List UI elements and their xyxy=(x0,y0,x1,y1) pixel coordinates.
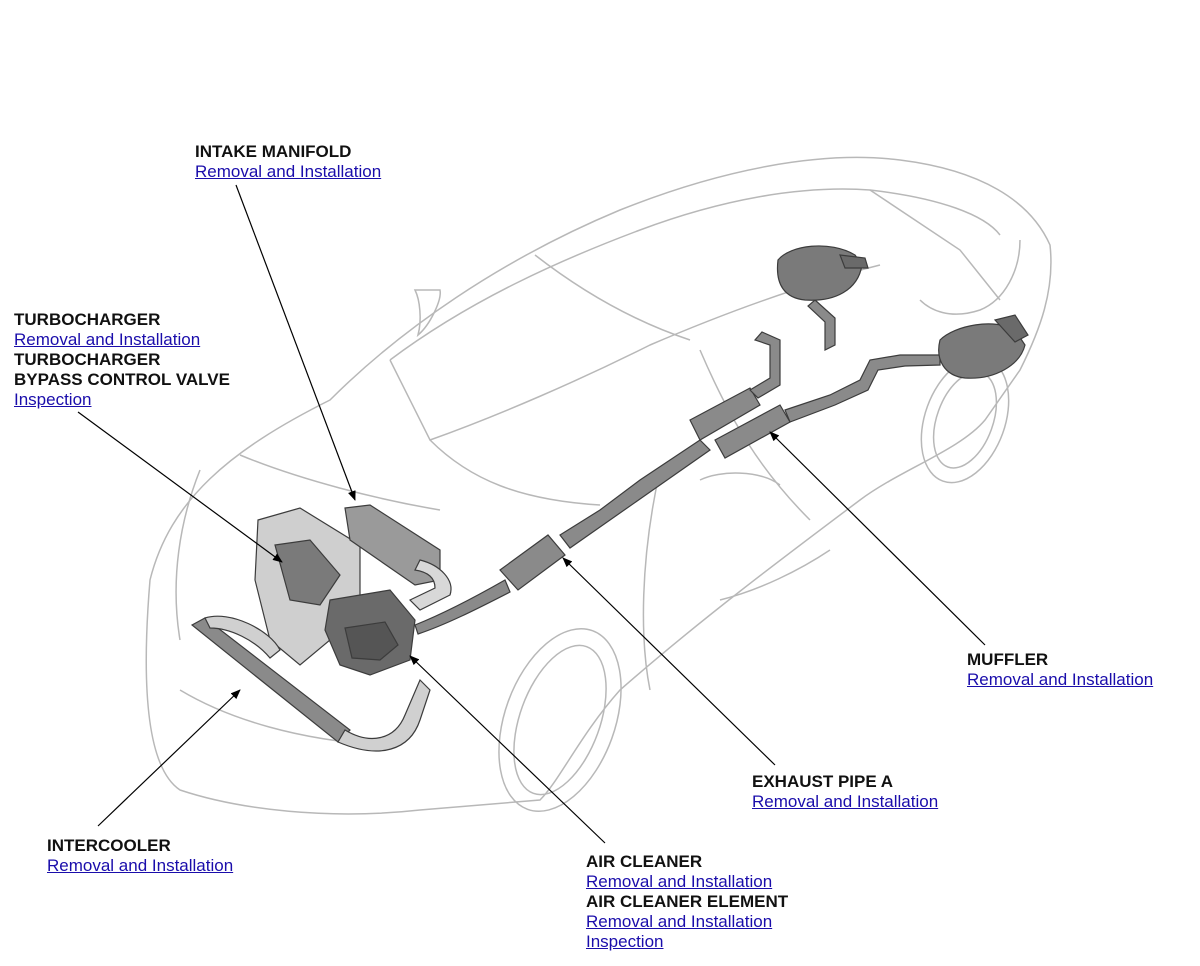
bypass-valve-title-line1: TURBOCHARGER xyxy=(14,350,161,369)
exhaust-pipe-a-part xyxy=(499,534,566,591)
callout-air-cleaner: AIR CLEANER Removal and Installation AIR… xyxy=(586,852,788,952)
muffler-right-part xyxy=(938,323,1026,379)
callout-exhaust-pipe-a: EXHAUST PIPE A Removal and Installation xyxy=(752,772,938,812)
muffler-tip-right xyxy=(993,314,1029,343)
muffler-title: MUFFLER xyxy=(967,650,1049,669)
leader-intake-manifold xyxy=(235,184,356,501)
callout-intake-manifold: INTAKE MANIFOLD Removal and Installation xyxy=(195,142,381,182)
intake-pipe xyxy=(408,559,452,611)
callout-intercooler: INTERCOOLER Removal and Installation xyxy=(47,836,233,876)
leader-turbocharger xyxy=(77,411,283,563)
leader-air-cleaner xyxy=(409,655,606,844)
exhaust-pipe-a-removal-link[interactable]: Removal and Installation xyxy=(752,792,939,811)
bypass-valve-title-line2: BYPASS CONTROL VALVE xyxy=(14,370,230,389)
turbocharger-removal-link[interactable]: Removal and Installation xyxy=(14,330,201,349)
leader-muffler xyxy=(769,431,986,646)
intercooler-pipe xyxy=(337,678,431,752)
intake-manifold-removal-link[interactable]: Removal and Installation xyxy=(195,162,382,181)
callout-turbocharger: TURBOCHARGER Removal and Installation TU… xyxy=(14,310,230,410)
leader-lines xyxy=(77,184,986,844)
exhaust-pipe-a-title: EXHAUST PIPE A xyxy=(752,772,894,791)
intercooler-title: INTERCOOLER xyxy=(47,836,171,855)
engine-assembly xyxy=(190,504,452,752)
car-body-outline xyxy=(145,156,1052,815)
callout-muffler: MUFFLER Removal and Installation xyxy=(967,650,1153,690)
intercooler-removal-link[interactable]: Removal and Installation xyxy=(47,856,234,875)
muffler-tip-left xyxy=(839,254,869,269)
exhaust-pipe-front xyxy=(414,579,511,635)
air-cleaner-element-inspection-link[interactable]: Inspection xyxy=(586,932,664,951)
turbocharger-part xyxy=(274,539,341,606)
exhaust-rear-pipe-1 xyxy=(749,331,781,399)
resonator-1 xyxy=(689,387,761,441)
intercooler-pipe-upper xyxy=(204,615,281,659)
muffler-removal-link[interactable]: Removal and Installation xyxy=(967,670,1154,689)
intake-manifold-title: INTAKE MANIFOLD xyxy=(195,142,352,161)
air-cleaner-element-part xyxy=(344,621,399,661)
exhaust-mid-pipe xyxy=(559,439,711,549)
air-cleaner-element-title: AIR CLEANER ELEMENT xyxy=(586,892,789,911)
exhaust-system xyxy=(414,245,1029,635)
air-cleaner-element-removal-link[interactable]: Removal and Installation xyxy=(586,912,773,931)
intercooler-part xyxy=(190,617,351,743)
exhaust-rear-pipe-3 xyxy=(807,299,836,351)
muffler-left-part xyxy=(776,245,863,301)
bypass-valve-inspection-link[interactable]: Inspection xyxy=(14,390,92,409)
leader-intercooler xyxy=(97,689,241,827)
air-cleaner-title: AIR CLEANER xyxy=(586,852,703,871)
air-cleaner-removal-link[interactable]: Removal and Installation xyxy=(586,872,773,891)
exhaust-rear-pipe-2 xyxy=(784,354,941,423)
turbocharger-title: TURBOCHARGER xyxy=(14,310,161,329)
leader-exhaust-pipe-a xyxy=(562,557,776,766)
